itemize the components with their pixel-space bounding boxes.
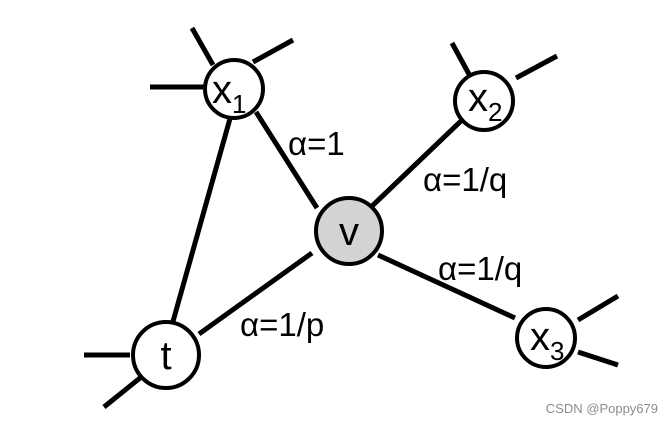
stub-x2-upright <box>514 53 559 81</box>
edge-label-v-t: α=1/p <box>240 306 324 343</box>
watermark: CSDN @Poppy679 <box>545 401 658 416</box>
node-t-circle <box>131 320 201 390</box>
node-x2: x2 <box>453 70 515 132</box>
node-x1: x1 <box>203 58 265 120</box>
edge-v-x2 <box>368 118 464 210</box>
edge-v-x1 <box>253 110 320 210</box>
stub-t-downleft <box>102 376 142 409</box>
edge-label-v-x1: α=1 <box>288 125 345 162</box>
edge-v-x3 <box>376 252 517 321</box>
stub-x3-downright <box>577 349 619 368</box>
main-edges <box>169 110 517 337</box>
node-x1-circle <box>203 58 265 120</box>
node-v-circle <box>314 196 384 266</box>
node-x1-label: x1 <box>212 68 246 119</box>
edge-labels: α=1 α=1/q α=1/q α=1/p <box>240 125 522 343</box>
node-t: t <box>131 320 201 390</box>
node-v-label: v <box>339 210 359 254</box>
edge-label-v-x3: α=1/q <box>438 250 522 287</box>
stub-edges <box>84 26 620 409</box>
stub-x3-upright <box>576 293 620 323</box>
node-x3: x3 <box>515 307 577 369</box>
node-v: v <box>314 196 384 266</box>
node-x3-circle <box>515 307 577 369</box>
node-x3-label: x3 <box>530 315 564 366</box>
edge-t-x1 <box>169 114 234 326</box>
stub-x1-upleft <box>189 26 216 67</box>
node-x2-circle <box>453 70 515 132</box>
stub-x2-upleft <box>449 41 473 78</box>
node-x2-label: x2 <box>468 76 502 127</box>
edge-v-t <box>197 250 314 337</box>
edge-label-v-x2: α=1/q <box>423 161 507 198</box>
node-t-label: t <box>160 334 171 378</box>
stub-x1-upright <box>251 37 295 65</box>
nodes: x1 x2 x3 v t <box>131 58 577 390</box>
